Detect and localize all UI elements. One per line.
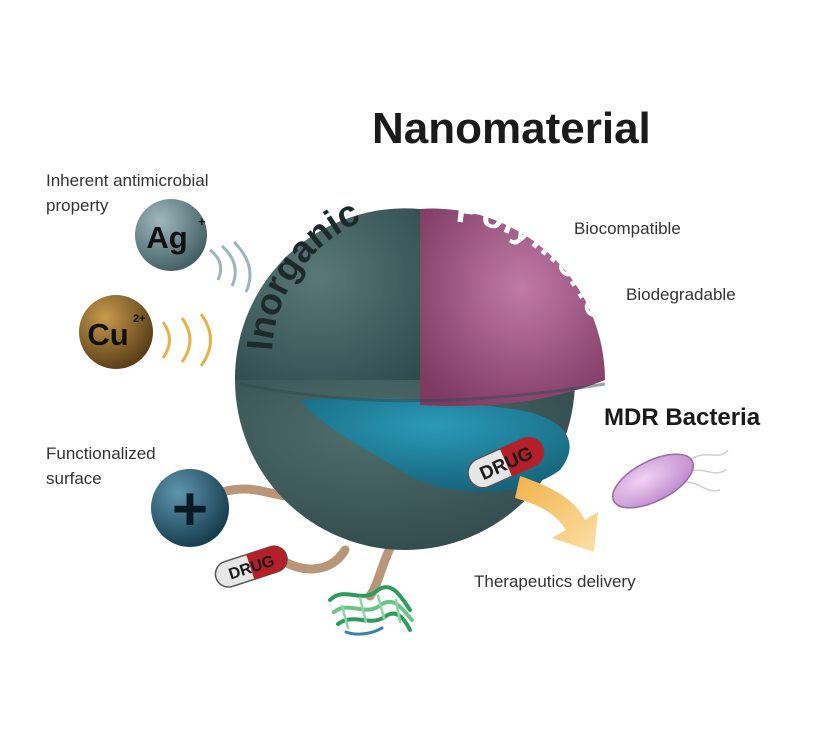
inorganic-shell (234, 208, 420, 380)
delivery-arrow (515, 476, 598, 552)
protein-ribbon-icon (328, 585, 414, 636)
therapeutics-delivery-label: Therapeutics delivery (474, 572, 636, 591)
bacteria-cell-icon (612, 449, 729, 509)
copper-wave-3 (199, 313, 212, 367)
biodegradable-label: Biodegradable (626, 285, 736, 304)
shell-rim (239, 382, 606, 403)
functional-group-symbol: + (172, 475, 208, 544)
linker-strand-upper (217, 484, 290, 501)
copper-ion-symbol: Cu (87, 317, 128, 352)
copper-ion-charge: 2+ (133, 313, 146, 325)
polymeric-shell (420, 208, 605, 407)
silver-wave-2 (220, 244, 237, 287)
silver-ion-charge: + (198, 214, 206, 229)
inherent-antimicrobial-line-2: property (46, 196, 109, 215)
copper-wave-1 (161, 321, 171, 359)
mdr-bacteria-label: MDR Bacteria (604, 404, 761, 431)
drug-capsule-external: DRUG (214, 545, 288, 588)
functional-group-sphere (151, 469, 229, 547)
silver-wave-1 (209, 248, 223, 281)
linker-strand-drug (277, 545, 350, 574)
functionalized-surface-line-1: Functionalized (46, 444, 156, 463)
functionalized-surface-label: Functionalized surface (46, 441, 156, 491)
functionalized-surface-line-2: surface (46, 469, 102, 488)
silver-ion-sphere (135, 199, 207, 271)
page-title: Nanomaterial (372, 104, 651, 153)
silver-ion-symbol: Ag (146, 220, 187, 255)
silver-wave-3 (232, 240, 252, 293)
inherent-antimicrobial-line-1: Inherent antimicrobial (46, 171, 209, 190)
copper-ion-sphere (79, 295, 153, 369)
inherent-antimicrobial-label: Inherent antimicrobial property (46, 168, 209, 218)
copper-wave-2 (180, 317, 192, 363)
biocompatible-label: Biocompatible (574, 219, 681, 238)
drug-capsule-core: DRUG (467, 436, 545, 489)
